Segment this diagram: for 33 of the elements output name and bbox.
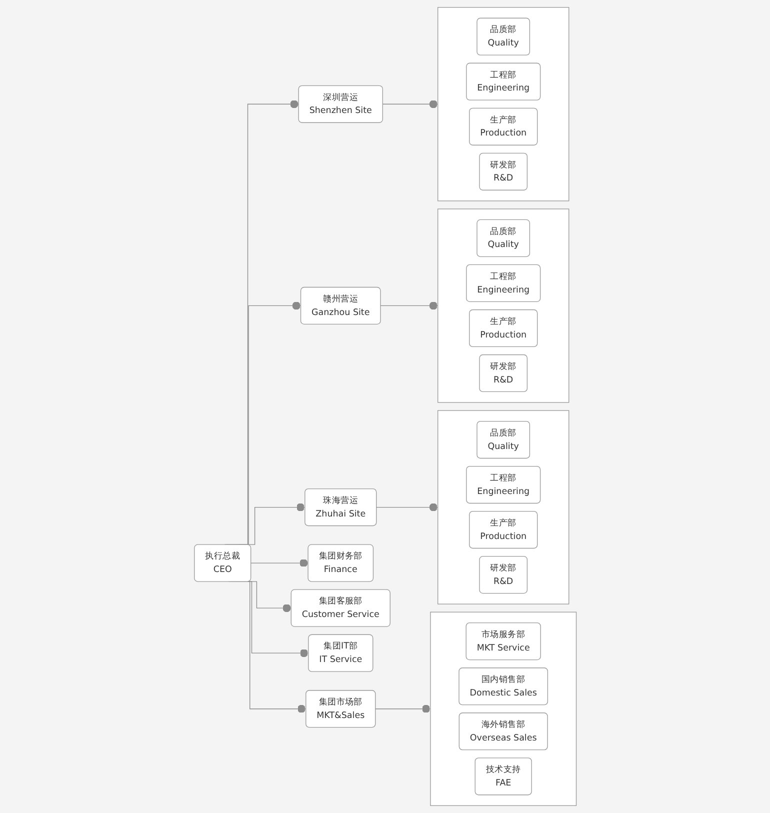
node-box: 品质部 Quality	[476, 18, 530, 56]
node-box: 海外销售部 Overseas Sales	[458, 712, 548, 750]
node-box: 集团财务部 Finance	[307, 544, 374, 582]
node-box: 珠海营运 Zhuhai Site	[304, 488, 376, 526]
node-box: 集团IT部 IT Service	[308, 634, 373, 672]
connector	[376, 503, 438, 512]
node-box: 生产部 Production	[468, 309, 538, 348]
connector	[382, 100, 438, 108]
node-box: 研发部 R&D	[478, 556, 528, 594]
node-box: 生产部 Production	[468, 510, 538, 549]
node-box: 品质部 Quality	[476, 219, 530, 257]
node-box: 生产部 Production	[468, 108, 538, 146]
node-box: 研发部 R&D	[478, 354, 528, 392]
cluster	[437, 208, 569, 403]
node-box: 深圳营运 Shenzhen Site	[298, 85, 383, 123]
connector	[250, 558, 308, 568]
node-box: 工程部 Engineering	[466, 466, 540, 504]
node-box: 研发部 R&D	[478, 152, 528, 190]
connector	[380, 302, 438, 310]
node-box: 赣州营运 Ganzhou Site	[300, 286, 380, 325]
node-box: 技术支持 FAE	[474, 758, 532, 796]
node-box: 集团客服部 Customer Service	[290, 589, 390, 627]
node-box: 工程部 Engineering	[466, 62, 540, 100]
cluster	[437, 410, 569, 604]
cluster	[437, 7, 569, 202]
node-box: 工程部 Engineering	[466, 264, 540, 302]
node-box: 执行总裁 CEO	[194, 544, 251, 582]
node-box: 品质部 Quality	[476, 420, 530, 459]
node-box: 国内销售部 Domestic Sales	[458, 668, 548, 706]
cluster	[430, 612, 576, 806]
node-box: 市场服务部 MKT Service	[465, 622, 541, 660]
connector	[374, 704, 430, 713]
node-box: 集团市场部 MKT&Sales	[305, 690, 376, 728]
